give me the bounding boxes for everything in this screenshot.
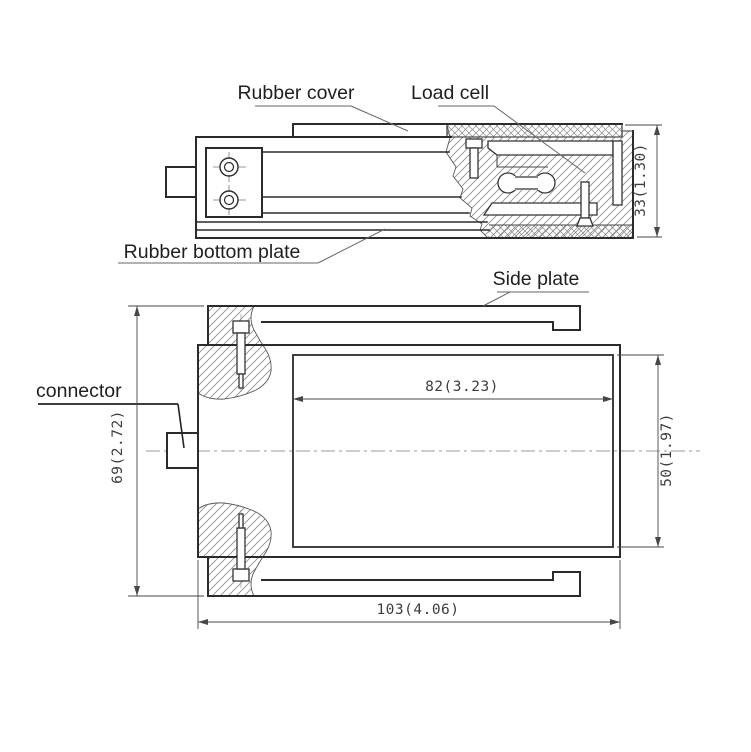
dimension-inner-width: 82(3.23) [293, 379, 613, 402]
loadcell-bolt-bottom [576, 181, 594, 227]
loadcell-lower-slot [482, 202, 598, 216]
dim-text-inner-width: 82(3.23) [425, 379, 499, 395]
dimension-inner-depth: 50(1.97) [617, 354, 675, 548]
rubber-cover-hatch [446, 123, 623, 138]
label-rubber-bottom-plate: Rubber bottom plate [118, 228, 386, 264]
loadcell-right-gap [612, 140, 623, 206]
label-rubber-cover: Rubber cover [237, 82, 409, 132]
dim-text-thickness: 33(1.30) [633, 143, 649, 217]
label-load-cell: Load cell [411, 82, 586, 174]
lever-beams [195, 151, 490, 231]
screw-top [232, 314, 250, 392]
plan-view: connector Side plate 82(3 [36, 268, 700, 629]
dim-text-overall-width: 103(4.06) [376, 602, 459, 618]
dimension-thickness: 33(1.30) [625, 124, 662, 238]
flexure-bone-hole [497, 172, 556, 194]
dim-text-overall-depth: 69(2.72) [110, 410, 126, 484]
rubber-cover-label: Rubber cover [237, 82, 355, 104]
side-plate-bottom [207, 571, 581, 597]
label-side-plate: Side plate [482, 268, 589, 307]
loadcell-bolt-top [465, 138, 483, 179]
side-plate-top [207, 305, 581, 331]
screw-holes [213, 152, 246, 215]
break-line [445, 123, 489, 239]
connector-label: connector [36, 380, 122, 402]
side-section-view: 33(1.30) Rubber cover Load cell Rubber b… [118, 82, 662, 264]
connector-side-view [165, 166, 197, 198]
corner-hatch-top [198, 306, 272, 400]
dim-text-inner-depth: 50(1.97) [659, 413, 675, 487]
side-plate-label: Side plate [493, 268, 580, 290]
rubber-bottom-hatch [488, 225, 633, 238]
body-outline [195, 123, 634, 239]
corner-hatch-bottom [198, 502, 272, 596]
rubber-bottom-plate-label: Rubber bottom plate [124, 241, 301, 263]
label-connector: connector [36, 380, 185, 449]
dimension-overall-width: 103(4.06) [197, 560, 621, 629]
load-cell-label: Load cell [411, 82, 489, 104]
dimension-overall-depth: 69(2.72) [110, 305, 204, 597]
screw-bottom [232, 510, 250, 588]
platform-window [292, 354, 614, 548]
